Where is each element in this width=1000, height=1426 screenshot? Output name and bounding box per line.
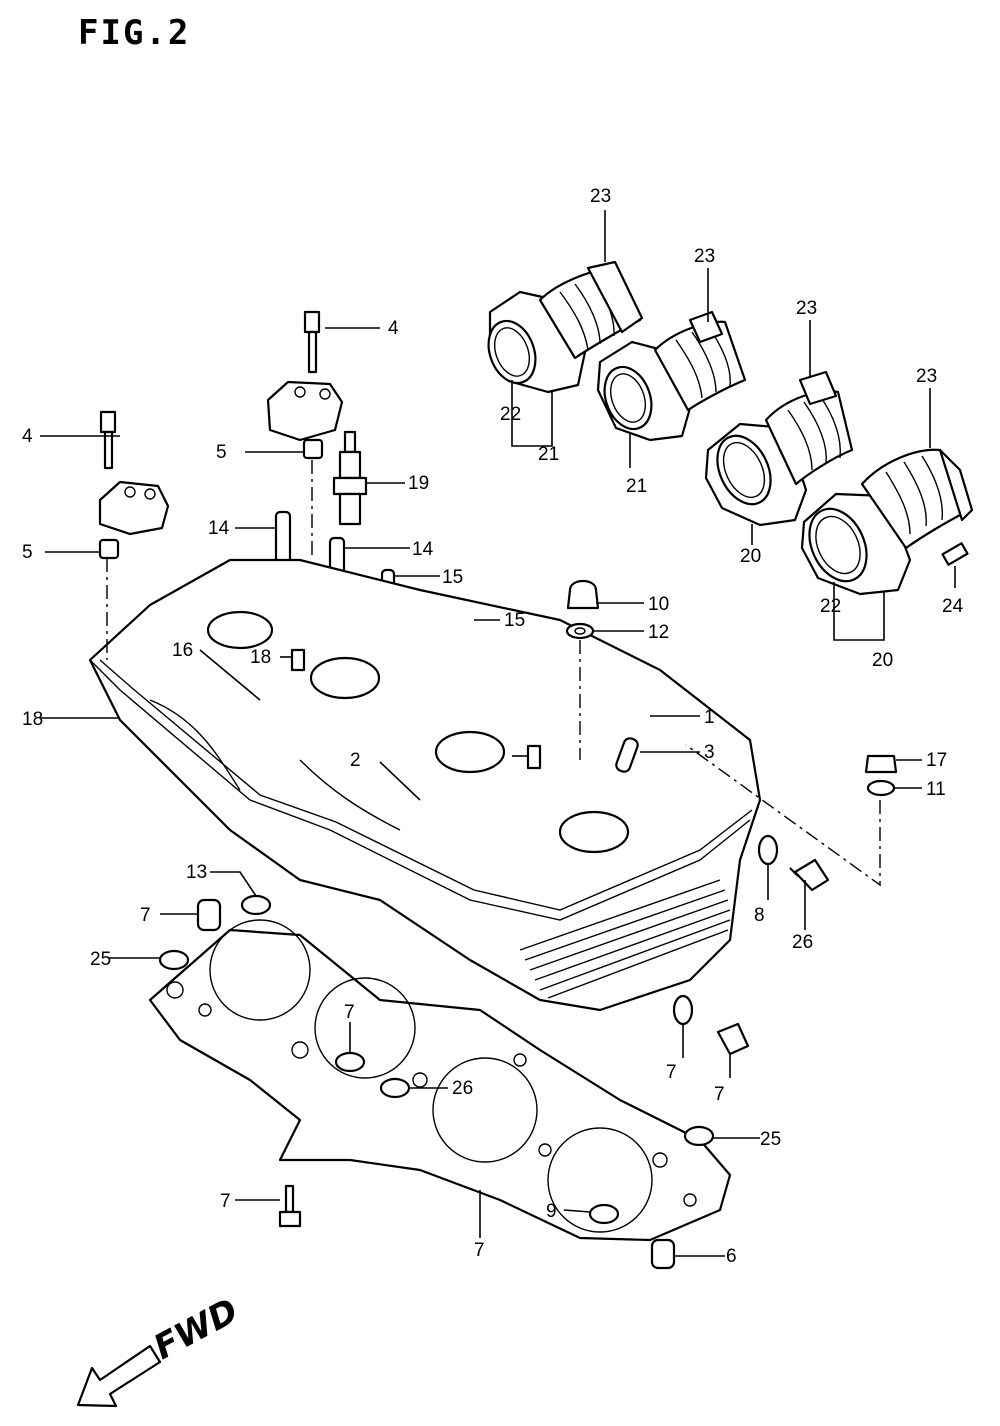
head-gasket <box>148 919 732 1242</box>
callout-labels: 23 23 23 23 4 4 22 21 21 5 5 19 20 20 22… <box>22 186 964 1267</box>
cap-nut-10 <box>566 579 600 610</box>
plug-2 <box>615 737 639 773</box>
callout-7: 7 <box>344 1002 355 1023</box>
camshaft-holder-left <box>98 480 170 536</box>
callout-12: 12 <box>648 622 669 643</box>
callout-22: 22 <box>500 404 521 425</box>
callout-20: 20 <box>872 650 893 671</box>
callout-24: 24 <box>942 596 964 617</box>
bolt-4-upper <box>303 310 321 374</box>
callout-3: 1 <box>704 707 715 728</box>
dowel-5-left <box>98 538 120 560</box>
o-ring-7-c <box>334 1051 366 1073</box>
callout-7: 25 <box>760 1129 781 1150</box>
callout-7: 25 <box>90 949 111 970</box>
callout-26: 7 <box>666 1062 677 1083</box>
figure-title: FIG.2 <box>78 13 190 53</box>
callout-25: 7 <box>714 1084 725 1105</box>
callout-4: 4 <box>22 426 33 447</box>
callout-7: 13 <box>186 862 207 883</box>
callout-26: 8 <box>754 905 765 926</box>
callout-23: 23 <box>694 246 715 267</box>
o-ring-7-d <box>379 1077 411 1099</box>
spark-plug <box>332 430 368 526</box>
nut-11 <box>864 754 898 774</box>
bolt-9 <box>278 1184 302 1228</box>
callout-15: 15 <box>442 567 463 588</box>
callout-21: 21 <box>626 476 647 497</box>
callout-17: 2 <box>350 750 361 771</box>
callout-18: 18 <box>250 647 271 668</box>
dowel-5-upper <box>302 438 324 460</box>
o-ring-7-e <box>683 1125 715 1147</box>
callout-20: 20 <box>740 546 761 567</box>
cylinder-head <box>88 558 762 1012</box>
callout-25: 26 <box>792 932 813 953</box>
screw-24 <box>941 542 969 566</box>
callout-16: 16 <box>172 640 193 661</box>
callout-6: 7 <box>474 1240 485 1261</box>
callout-13: 11 <box>926 779 946 800</box>
callout-23: 23 <box>590 186 611 207</box>
bolt-25-lower <box>716 1022 750 1056</box>
callout-9: 7 <box>220 1191 231 1212</box>
callout-5: 5 <box>216 442 227 463</box>
intake-pipe-1 <box>487 260 644 394</box>
callout-19: 19 <box>408 473 429 494</box>
callout-8: 6 <box>726 1246 737 1267</box>
callout-5: 5 <box>22 542 33 563</box>
gasket-26-lower <box>672 994 694 1026</box>
callout-22: 22 <box>820 596 841 617</box>
o-ring-7-f <box>588 1203 620 1225</box>
intake-pipe-3 <box>704 370 854 527</box>
dowel-8-lower <box>650 1238 676 1270</box>
leader-lines <box>40 210 956 1257</box>
callout-14: 14 <box>208 518 230 539</box>
callout-23: 23 <box>796 298 817 319</box>
callout-23: 23 <box>916 366 937 387</box>
callout-1: 18 <box>22 709 43 730</box>
callout-7: 26 <box>452 1078 473 1099</box>
callout-2: 3 <box>704 742 715 763</box>
intake-pipe-2 <box>596 310 747 442</box>
callout-15: 15 <box>504 610 525 631</box>
washer-13 <box>866 779 896 797</box>
callout-7: 9 <box>546 1201 557 1222</box>
callout-4: 4 <box>388 318 399 339</box>
fwd-label: FWD <box>147 1291 244 1368</box>
fwd-arrow-icon <box>76 1344 162 1408</box>
intake-pipe-4 <box>800 448 974 596</box>
dowel-8-upper <box>196 898 222 932</box>
callout-11: 17 <box>926 750 947 771</box>
callout-10: 10 <box>648 594 669 615</box>
washer-12 <box>565 622 595 640</box>
bolt-25-upper <box>789 858 830 892</box>
camshaft-holder-upper <box>266 380 344 442</box>
bolt-4-left <box>99 410 117 470</box>
o-ring-7-b <box>240 894 272 916</box>
callout-21: 21 <box>538 444 559 465</box>
callout-14: 14 <box>412 539 434 560</box>
bolt-18-right <box>526 744 542 770</box>
callout-8: 7 <box>140 905 151 926</box>
o-ring-7-a <box>158 949 190 971</box>
gasket-26-upper <box>757 834 779 866</box>
bolt-18-left <box>290 648 306 672</box>
